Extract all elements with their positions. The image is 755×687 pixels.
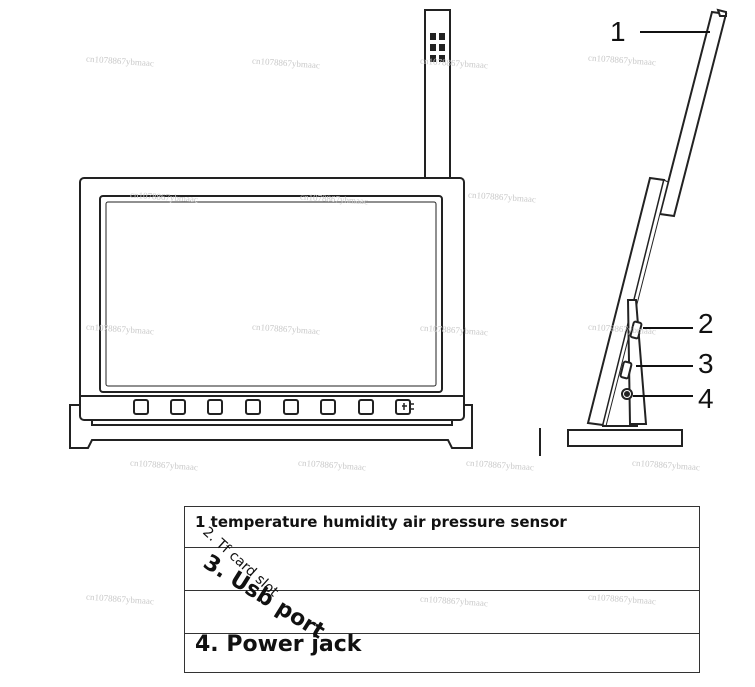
callout-1: 1 bbox=[610, 16, 626, 47]
callout-2: 2 bbox=[698, 308, 714, 339]
monitor-side-view bbox=[539, 8, 728, 456]
legend-row bbox=[185, 548, 699, 591]
monitor-buttons bbox=[133, 399, 414, 415]
legend-item-sensor: 1 temperature humidity air pressure sens… bbox=[195, 513, 567, 531]
sensor-antenna-front bbox=[424, 9, 451, 181]
stand-base-front bbox=[69, 404, 473, 449]
legend-row bbox=[185, 591, 699, 634]
callout-leaders bbox=[633, 31, 710, 397]
legend-row bbox=[185, 507, 699, 548]
callout-4: 4 bbox=[698, 383, 714, 414]
legend-table: 1 temperature humidity air pressure sens… bbox=[184, 506, 700, 673]
callout-3: 3 bbox=[698, 348, 714, 379]
device-diagram bbox=[69, 8, 728, 456]
legend-row bbox=[185, 634, 699, 673]
watermark: cn1078867ybmaac bbox=[85, 591, 155, 607]
legend-item-power-jack: 4. Power jack bbox=[195, 632, 362, 657]
monitor-front bbox=[79, 177, 465, 421]
